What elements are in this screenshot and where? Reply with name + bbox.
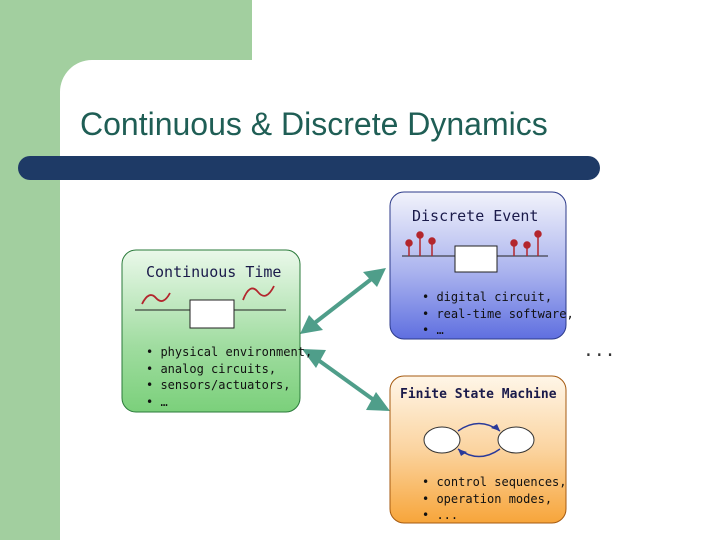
bullet-item: sensors/actuators, bbox=[146, 377, 312, 394]
bullet-item: analog circuits, bbox=[146, 361, 312, 378]
sidebar-top-block bbox=[0, 0, 252, 60]
impulse-signal-icon bbox=[405, 230, 542, 256]
bullet-item: digital circuit, bbox=[422, 289, 574, 306]
discrete-event-label: Discrete Event bbox=[412, 207, 539, 225]
bullet-item: … bbox=[146, 394, 312, 411]
sidebar-corner bbox=[60, 60, 92, 92]
bullet-item: ... bbox=[422, 507, 567, 524]
continuous-time-label: Continuous Time bbox=[146, 263, 282, 281]
slide-title: Continuous & Discrete Dynamics bbox=[80, 106, 548, 142]
discrete-event-block-diagram bbox=[402, 230, 548, 273]
continuous-time-bullets: physical environment, analog circuits, s… bbox=[146, 344, 312, 410]
state-node bbox=[423, 426, 461, 454]
bullet-item: control sequences, bbox=[422, 474, 566, 491]
finite-state-machine-bullets: control sequences, operation modes, ... bbox=[422, 474, 567, 524]
arrow-ct-fsm bbox=[302, 349, 390, 411]
sidebar-left-strip bbox=[0, 60, 60, 540]
sine-wave-icon bbox=[242, 285, 275, 301]
bullet-item: physical environment, bbox=[146, 344, 312, 361]
arrow-ct-de bbox=[300, 268, 386, 334]
ellipsis-more: ... bbox=[583, 340, 616, 361]
discrete-event-bullets: digital circuit, real-time software, … bbox=[422, 289, 574, 339]
state-node bbox=[497, 426, 535, 454]
title-underline-bar bbox=[18, 156, 600, 180]
sine-wave-icon bbox=[141, 292, 171, 305]
finite-state-machine-label: Finite State Machine bbox=[400, 387, 557, 402]
bullet-item: real-time software, bbox=[422, 306, 573, 323]
bullet-item: operation modes, bbox=[422, 491, 567, 508]
continuous-time-block-diagram bbox=[135, 285, 286, 329]
bullet-item: … bbox=[422, 322, 574, 339]
state-machine-diagram bbox=[423, 422, 535, 458]
